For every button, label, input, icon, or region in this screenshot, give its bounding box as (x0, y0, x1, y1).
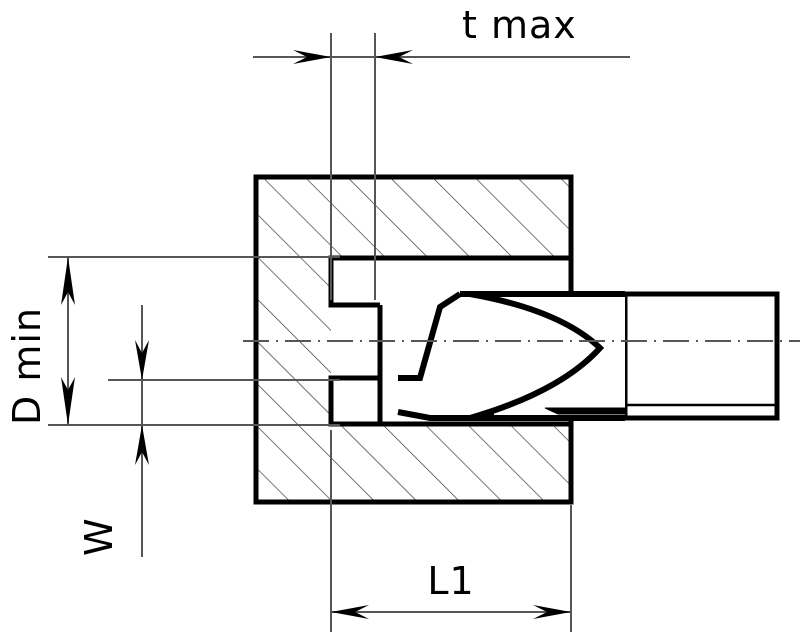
w-arrow-top (135, 340, 149, 380)
w-label: W (77, 517, 121, 556)
t-max-arrow-right (375, 50, 413, 64)
l1-label: L1 (427, 559, 474, 603)
tool-head-bottom-edge (397, 409, 625, 421)
t-max-arrow-left (293, 50, 331, 64)
tool-shank (622, 291, 780, 421)
w-arrow-bottom (135, 425, 149, 465)
tool-rake-face (398, 291, 462, 381)
t-max-label: t max (462, 3, 577, 47)
tool-assembly (397, 291, 780, 421)
d-min-label: D min (5, 307, 49, 425)
dimension-t-max: t max (253, 3, 630, 300)
clamp-sliver (544, 407, 626, 415)
dimension-d-min: D min (5, 256, 340, 426)
l1-arrow-right (533, 605, 571, 619)
d-min-arrow-bottom (61, 377, 75, 425)
l1-arrow-left (331, 605, 369, 619)
d-min-arrow-top (61, 257, 75, 305)
dimension-w: W (77, 305, 340, 557)
dimension-l1: L1 (330, 430, 572, 632)
